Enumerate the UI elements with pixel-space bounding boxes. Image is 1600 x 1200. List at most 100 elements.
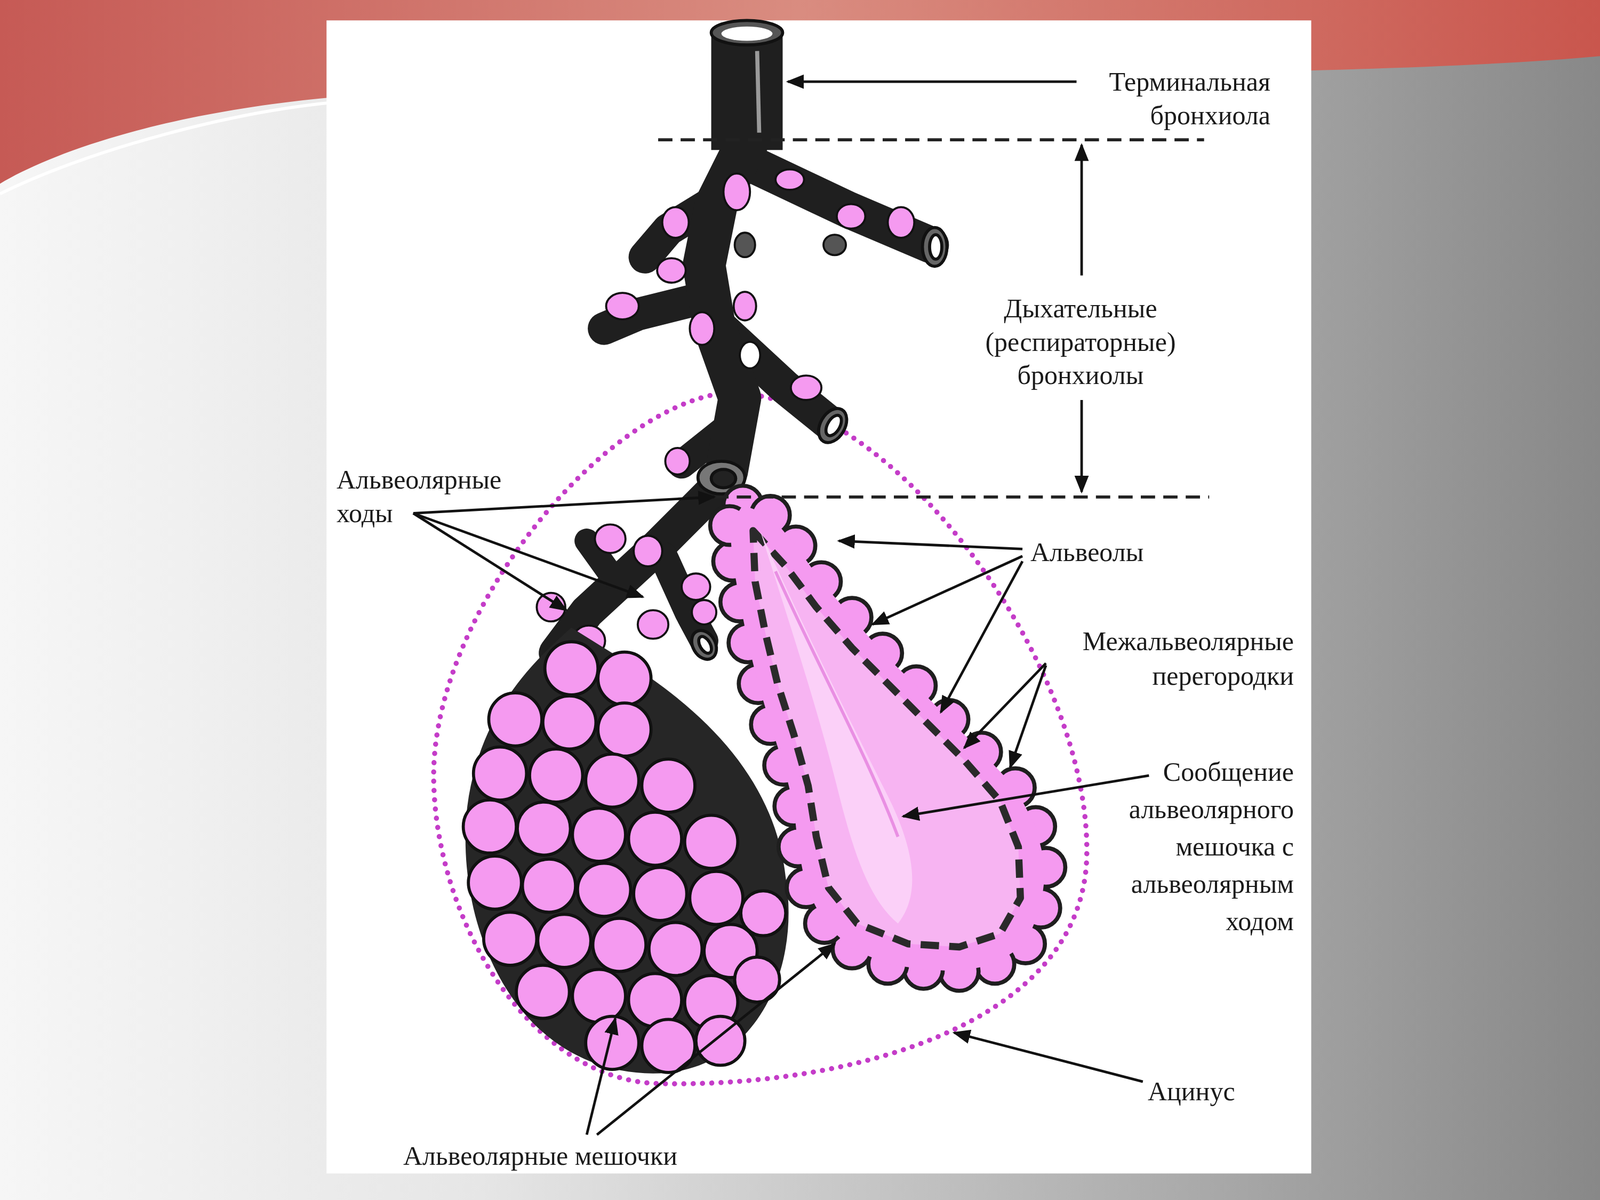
leader-lines-part: [872, 556, 1023, 625]
alveolar-sac-cluster-part-part: [517, 802, 571, 855]
alveolar-sac-cluster-part-part: [537, 914, 591, 967]
leader-lines-part: [413, 513, 643, 597]
terminal-bronchiole-tube-part: [711, 32, 783, 150]
terminal-bronchiole-tube-part: [757, 51, 760, 133]
alveolar-sac-cluster-part-part: [572, 969, 626, 1023]
leader-lines-part: [787, 80, 1077, 84]
alveolar-sac-cluster-part-part: [545, 641, 598, 695]
bronchiole-openings-part: [812, 403, 853, 448]
alveolar-sac-cluster-part-part: [473, 747, 527, 800]
callout-label: Альвеолы: [1030, 535, 1144, 570]
terminal-bronchiole-tube: [711, 20, 783, 150]
leader-lines-part: [586, 1018, 616, 1135]
callout-label: Терминальная бронхиола: [1108, 65, 1271, 132]
bronchiole-openings-part: [929, 234, 942, 260]
bronchiole-alveoli-part: [637, 610, 669, 639]
bronchiole-alveoli-part: [790, 375, 822, 400]
bronchiole-alveoli-part: [605, 292, 639, 320]
callout-label: Альвеолярные ходы: [336, 462, 502, 530]
bronchiole-alveoli-part: [775, 169, 805, 190]
callout-label: Межальвеолярные перегородки: [1082, 624, 1294, 694]
alveolar-sac-section: [710, 485, 1066, 991]
alveolar-sac-cluster-part: [463, 641, 787, 1072]
leader-lines-part: [940, 561, 1023, 712]
leader-lines: [413, 81, 1149, 1135]
callout-label: Альвеолярные мешочки: [403, 1139, 678, 1173]
alveolar-sac-cluster-part-part: [483, 912, 537, 965]
callout-label: Ацинус: [1147, 1074, 1236, 1109]
level-lines-part: [658, 138, 1205, 142]
leader-lines-part: [838, 540, 1023, 549]
leader-lines-part: [954, 1032, 1143, 1082]
alveolar-sac-cluster-part-part: [597, 652, 651, 706]
terminal-bronchiole-tube-part: [721, 26, 773, 42]
bronchiole-openings-part: [686, 626, 722, 664]
level-lines-part: [714, 495, 1210, 499]
leader-lines-part: [1080, 145, 1084, 276]
alveolar-sac-cluster-part-part: [529, 748, 583, 802]
bronchiole-alveoli-part: [723, 173, 751, 211]
alveolar-sac-cluster-part-part: [585, 754, 639, 807]
alveolar-sac-cluster-part-part: [641, 758, 695, 812]
alveolar-sac-section-part: [760, 530, 912, 924]
alveolar-sac-cluster-part-part: [684, 815, 738, 869]
alveolar-sac-cluster-part: [465, 627, 789, 1074]
alveolar-sac-cluster-part-part: [585, 1016, 639, 1070]
bronchiole-alveoli-part: [691, 600, 717, 625]
leader-lines-part: [964, 663, 1046, 749]
bronchiole-alveoli: [536, 169, 915, 657]
alveolar-sac-section-part: [775, 571, 899, 837]
bronchiole-alveoli-part: [733, 291, 757, 321]
bronchiole-alveoli-part: [888, 206, 915, 238]
alveolar-sac-cluster-part-part: [734, 957, 780, 1003]
bronchiole-alveoli-part: [594, 524, 626, 554]
alveolar-sac-cluster-part-part: [696, 1016, 746, 1066]
alveolar-sac-cluster-part-part: [577, 863, 631, 917]
alveolar-sac-cluster-part-part: [522, 859, 576, 912]
alveolar-sac-section-part: [710, 485, 1066, 991]
alveolar-sac-section-part: [729, 505, 1046, 972]
alveolar-sac-cluster-part-part: [628, 812, 682, 866]
alveolar-sac-cluster-part-part: [572, 808, 626, 861]
bronchiole-openings-part: [922, 227, 948, 267]
alveolar-sac-cluster-part-part: [597, 702, 651, 756]
alveolar-sac-cluster-part-part: [689, 871, 743, 925]
bronchiole-alveoli-part: [823, 234, 846, 255]
callout-label: Дыхательные (респираторные) бронхиолы: [929, 290, 1232, 394]
bronchiole-openings-part: [696, 634, 715, 655]
bronchiole-alveoli-part: [665, 448, 690, 475]
bronchiole-openings-part: [711, 469, 736, 488]
leader-lines-part: [902, 775, 1149, 817]
bronchiole-openings-part: [822, 412, 845, 439]
alveolar-sac-cluster-part-part: [641, 1019, 695, 1072]
leader-lines-part: [1010, 665, 1046, 767]
alveolar-sac-cluster-part-part: [542, 696, 596, 749]
white-panel: [326, 20, 1311, 1174]
alveolar-sac-section-part: [753, 530, 1021, 948]
callout-label: Сообщение альвеолярного мешочка с альвео…: [1080, 753, 1294, 940]
leader-lines-part: [1080, 400, 1084, 492]
slide-swoosh-line: [0, 101, 337, 194]
bronchiole-alveoli-part: [739, 341, 760, 369]
bronchiole-alveoli-part: [689, 312, 715, 345]
bronchiole-alveoli-part: [657, 258, 686, 283]
alveolar-sac-cluster-part-part: [649, 922, 702, 976]
alveolar-sac-cluster-part-part: [488, 692, 542, 746]
alveolar-sac-cluster-part-part: [463, 800, 517, 853]
terminal-bronchiole-tube-part: [711, 20, 783, 45]
alveolar-sac-cluster-part-part: [468, 856, 522, 909]
bronchiole-alveoli-part: [633, 535, 663, 566]
bronchiole-alveoli-part: [734, 232, 756, 258]
alveolar-sac-cluster: [463, 627, 789, 1074]
alveolar-sac-cluster-part-part: [516, 965, 570, 1019]
leader-lines-part: [413, 497, 715, 514]
bronchiole-tree-part: [749, 163, 931, 245]
leader-lines-part: [596, 944, 835, 1135]
bronchiole-alveoli-part: [836, 204, 866, 229]
alveolar-sac-cluster-part-part: [593, 918, 646, 972]
alveolar-sac-cluster-part-part: [633, 867, 687, 920]
bronchiole-alveoli-part: [681, 573, 711, 600]
